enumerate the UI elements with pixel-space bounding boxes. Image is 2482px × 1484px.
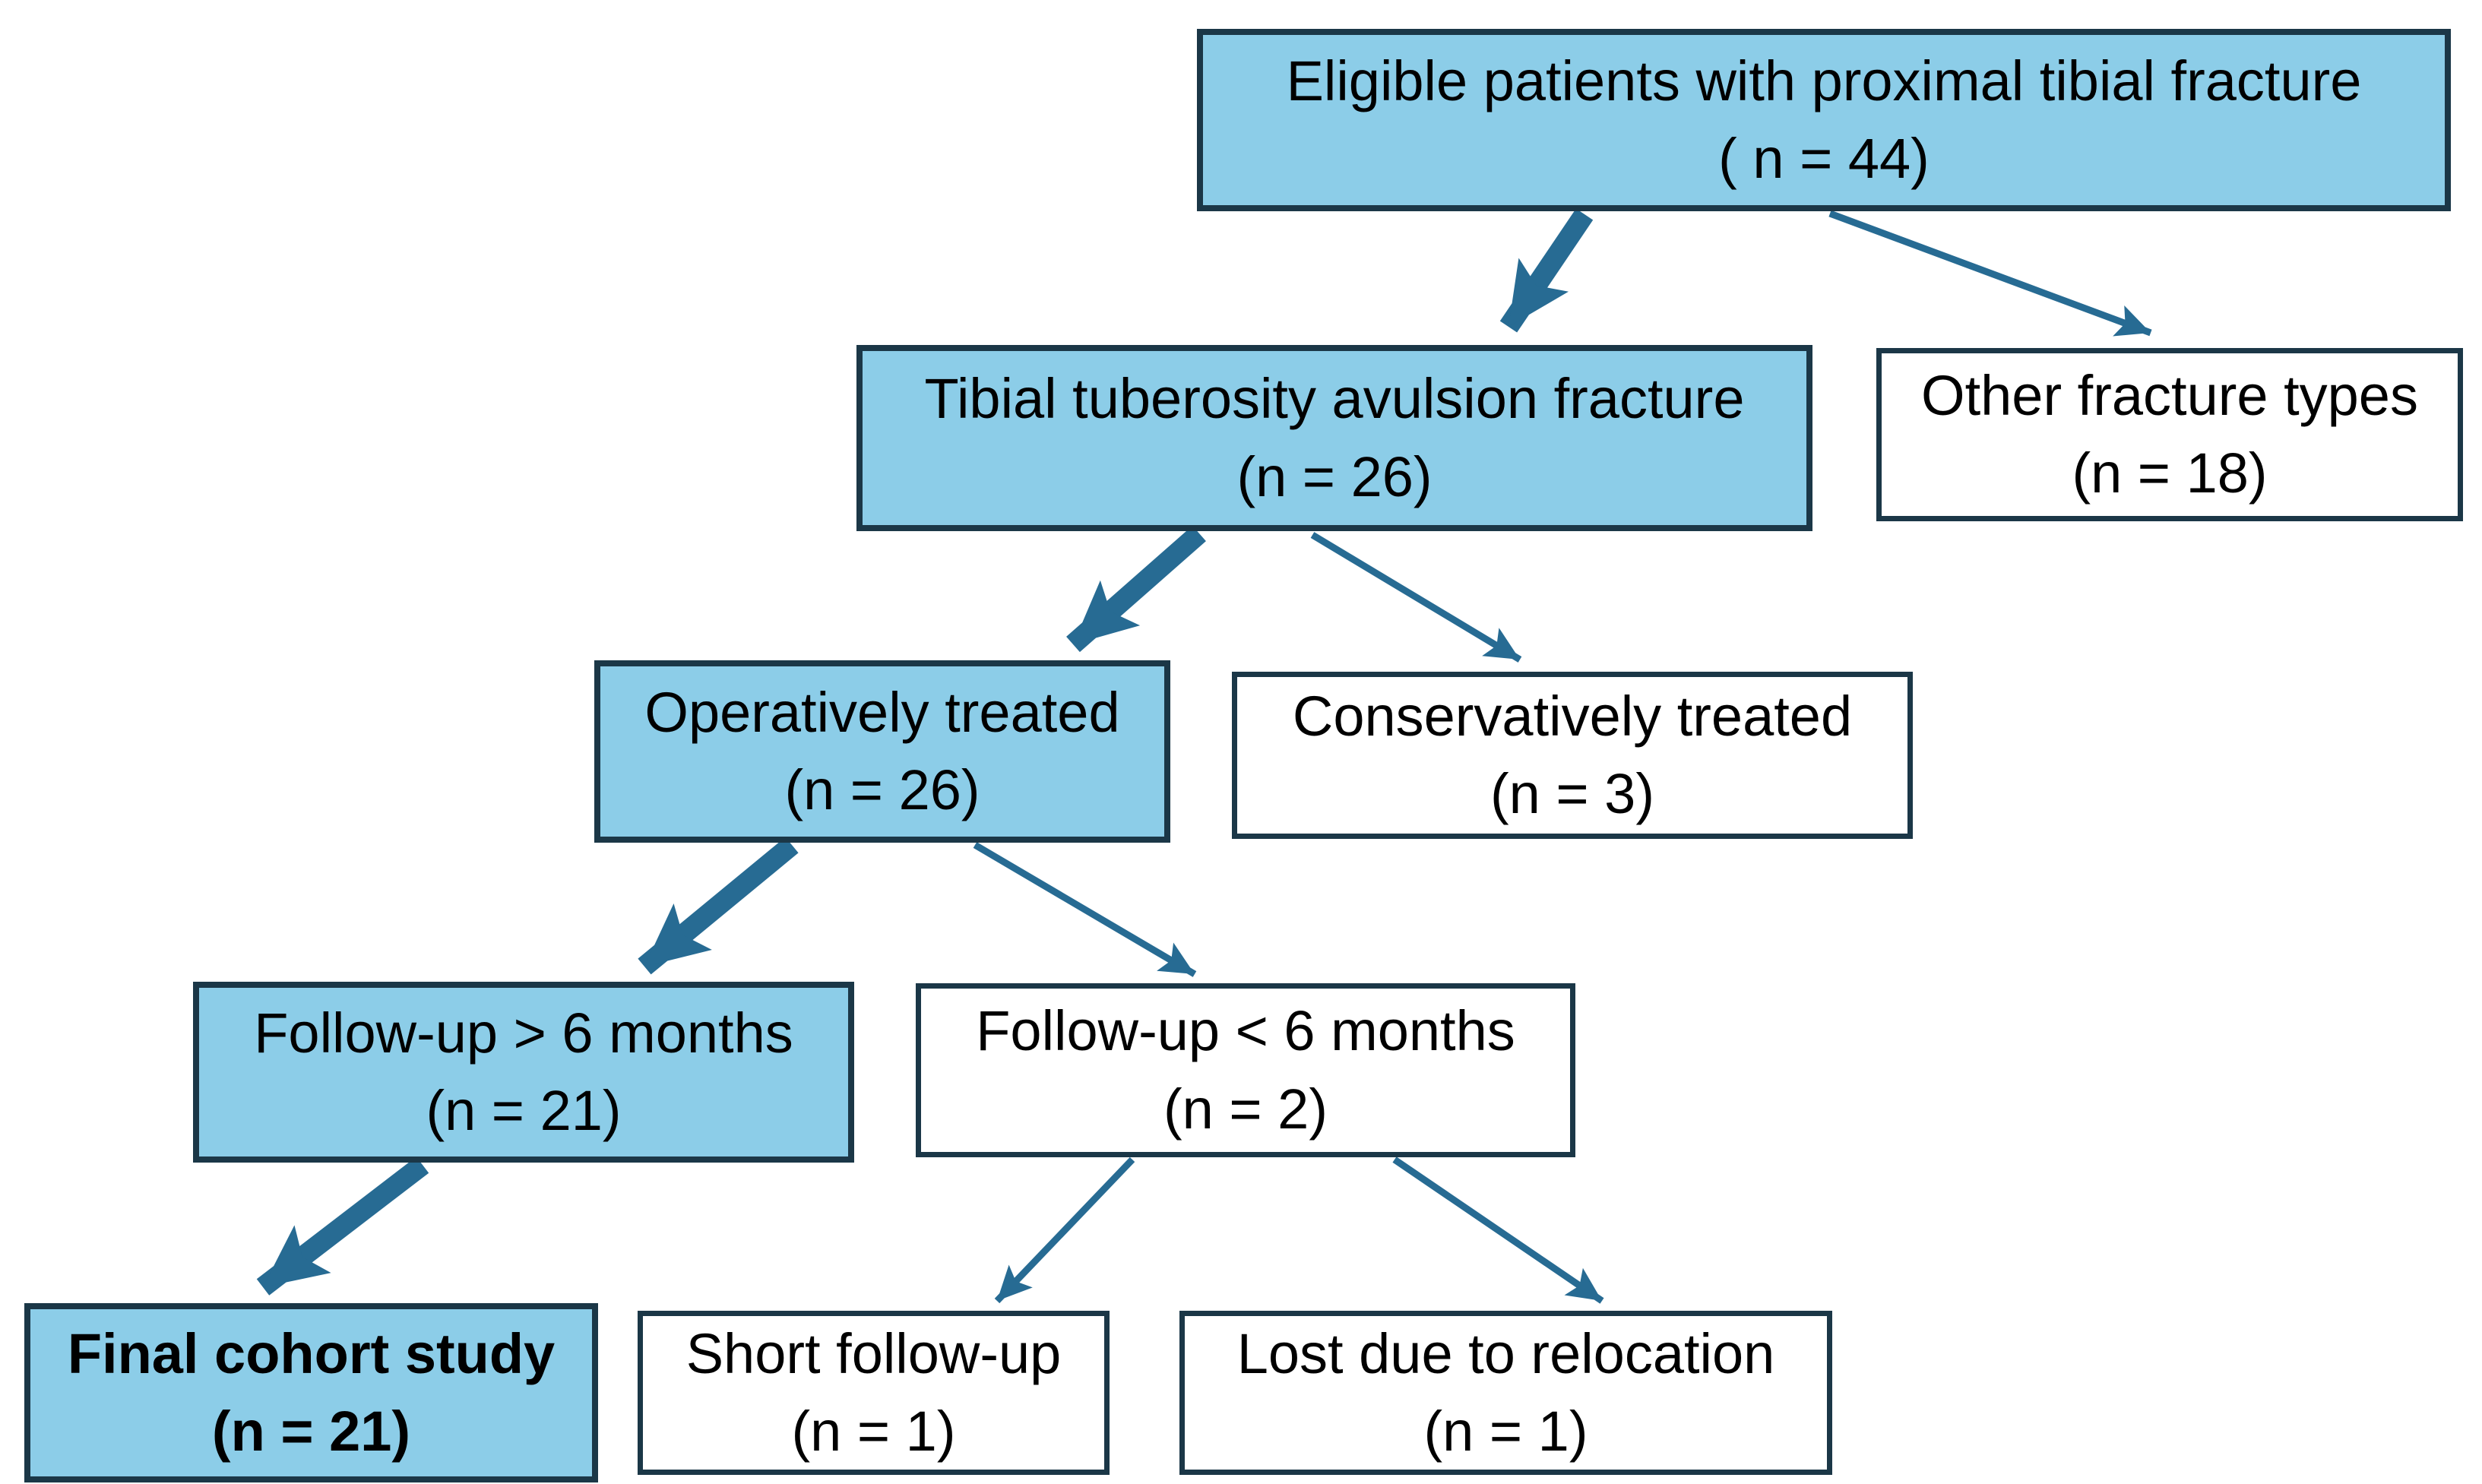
node-other-fracture-types: Other fracture types (n = 18) <box>1876 348 2463 521</box>
node-followup-under-6-months: Follow-up < 6 months (n = 2) <box>916 983 1575 1157</box>
node-count: (n = 18) <box>2072 441 2268 505</box>
node-short-followup: Short follow-up (n = 1) <box>638 1311 1110 1475</box>
node-lost-due-to-relocation: Lost due to relocation (n = 1) <box>1179 1311 1832 1475</box>
node-final-cohort-study: Final cohort study (n = 21) <box>24 1303 598 1482</box>
node-operatively-treated: Operatively treated (n = 26) <box>594 660 1170 843</box>
node-label: Eligible patients with proximal tibial f… <box>1286 49 2362 112</box>
node-followup-over-6-months: Follow-up > 6 months (n = 21) <box>193 982 854 1163</box>
node-label: Lost due to relocation <box>1236 1321 1775 1385</box>
node-count: (n = 26) <box>1236 445 1433 508</box>
node-label: Follow-up > 6 months <box>254 1001 793 1065</box>
node-count: (n = 26) <box>784 758 980 821</box>
arrow-fu-under6-to-short-fu <box>994 1157 1135 1304</box>
node-label: Other fracture types <box>1921 363 2418 427</box>
arrow-fu-under6-to-lost <box>1392 1157 1604 1304</box>
node-conservatively-treated: Conservatively treated (n = 3) <box>1232 672 1913 839</box>
node-count: (n = 21) <box>211 1400 411 1463</box>
node-label: Final cohort study <box>67 1321 556 1385</box>
node-tibial-tuberosity: Tibial tuberosity avulsion fracture (n =… <box>856 345 1812 531</box>
arrow-tibial-to-operative <box>1066 525 1206 653</box>
node-count: (n = 1) <box>791 1400 956 1463</box>
node-count: ( n = 44) <box>1718 127 1930 190</box>
arrow-fu-over6-to-final <box>256 1157 429 1296</box>
node-label: Conservatively treated <box>1292 684 1853 748</box>
arrow-operative-to-fu-over6 <box>638 837 799 975</box>
arrow-operative-to-fu-under6 <box>973 842 1197 977</box>
node-label: Tibial tuberosity avulsion fracture <box>924 367 1745 431</box>
node-count: (n = 3) <box>1490 762 1654 825</box>
node-label: Short follow-up <box>685 1321 1062 1385</box>
node-label: Operatively treated <box>644 680 1120 744</box>
arrow-eligible-to-tibial <box>1499 208 1594 333</box>
node-label: Follow-up < 6 months <box>976 999 1515 1063</box>
node-count: (n = 1) <box>1423 1400 1588 1463</box>
arrow-tibial-to-conservative <box>1310 532 1522 663</box>
arrow-eligible-to-other <box>1828 210 2152 337</box>
node-count: (n = 21) <box>426 1079 622 1142</box>
node-count: (n = 2) <box>1163 1077 1328 1141</box>
node-eligible-patients: Eligible patients with proximal tibial f… <box>1197 29 2451 211</box>
